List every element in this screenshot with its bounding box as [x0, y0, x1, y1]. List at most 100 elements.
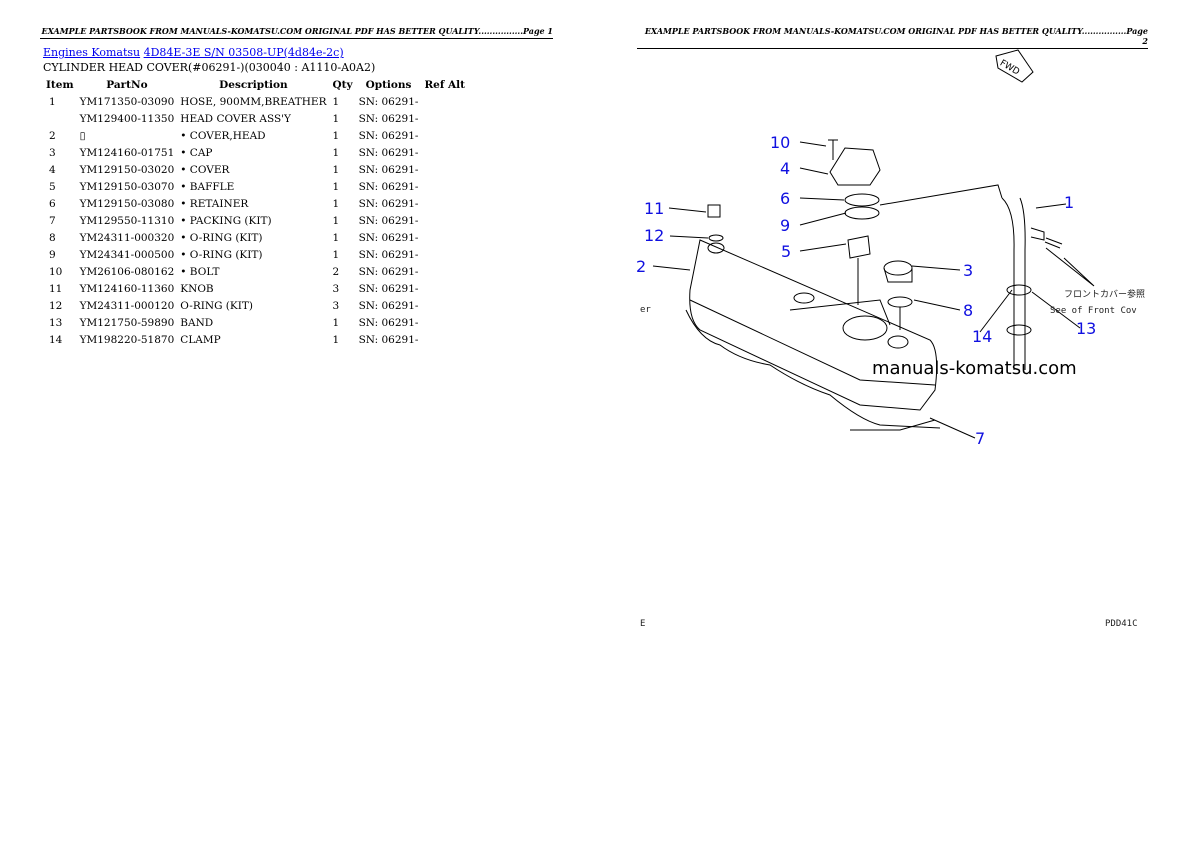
callout-5: 5	[781, 242, 791, 261]
breadcrumb-link-model[interactable]: 4D84E-3E S/N 03508-UP(4d84e-2c)	[143, 46, 344, 59]
callout-14: 14	[972, 327, 992, 346]
callout-8: 8	[963, 301, 973, 320]
options-cell: SN: 06291-	[358, 299, 419, 312]
column-header: PartNo	[106, 78, 148, 91]
callout-1: 1	[1064, 193, 1074, 212]
partno-cell: YM124160-11360	[79, 282, 175, 295]
qty-cell: 1	[332, 146, 340, 159]
page-title: CYLINDER HEAD COVER(#06291-)(030040 : A1…	[43, 61, 376, 74]
options-cell: SN: 06291-	[358, 146, 419, 159]
callout-9: 9	[780, 216, 790, 235]
page-1-header: EXAMPLE PARTSBOOK FROM MANUALS-KOMATSU.C…	[40, 26, 553, 39]
qty-cell: 1	[332, 316, 340, 329]
options-cell: SN: 06291-	[358, 282, 419, 295]
item-cell: 12	[49, 299, 63, 312]
qty-cell: 1	[332, 95, 340, 108]
options-cell: SN: 06291-	[358, 197, 419, 210]
qty-cell: 1	[332, 197, 340, 210]
item-cell: 10	[49, 265, 63, 278]
options-cell: SN: 06291-	[358, 180, 419, 193]
options-cell: SN: 06291-	[358, 112, 419, 125]
options-cell: SN: 06291-	[358, 214, 419, 227]
description-cell: O-RING (KIT)	[180, 299, 253, 312]
partno-cell: YM198220-51870	[79, 333, 175, 346]
table-row: 12 YM24311-000120 O-RING (KIT) 3 SN: 06291-	[43, 297, 468, 314]
description-cell: • PACKING (KIT)	[180, 214, 272, 227]
partno-cell: YM124160-01751	[79, 146, 175, 159]
qty-cell: 1	[332, 163, 340, 176]
options-cell: SN: 06291-	[358, 248, 419, 261]
qty-cell: 1	[332, 333, 340, 346]
options-cell: SN: 06291-	[358, 231, 419, 244]
description-cell: KNOB	[180, 282, 214, 295]
options-cell: SN: 06291-	[358, 265, 419, 278]
item-cell: 13	[49, 316, 63, 329]
options-cell: SN: 06291-	[358, 129, 419, 142]
options-cell: SN: 06291-	[358, 163, 419, 176]
item-cell: 11	[49, 282, 63, 295]
callout-3: 3	[963, 261, 973, 280]
qty-cell: 1	[332, 129, 340, 142]
description-cell: • O-RING (KIT)	[180, 248, 263, 261]
footer-left-code: E	[640, 619, 645, 629]
partno-cell: YM24311-000320	[79, 231, 175, 244]
item-cell: 1	[49, 95, 56, 108]
callout-6: 6	[780, 189, 790, 208]
description-cell: • O-RING (KIT)	[180, 231, 263, 244]
column-header: Item	[46, 78, 74, 91]
small-parts	[652, 139, 1095, 439]
partno-cell: YM26106-080162	[79, 265, 175, 278]
breadcrumb: Engines Komatsu 4D84E-3E S/N 03508-UP(4d…	[43, 46, 344, 59]
partno-cell: YM129400-11350	[79, 112, 175, 125]
table-row: 3 YM124160-01751 • CAP 1 SN: 06291-	[43, 144, 468, 161]
description-cell: HEAD COVER ASS'Y	[180, 112, 291, 125]
partno-cell: YM129150-03020	[79, 163, 175, 176]
item-cell: 3	[49, 146, 56, 159]
partno-cell: ▯	[79, 129, 86, 142]
callout-12: 12	[644, 226, 664, 245]
partno-cell: YM171350-03090	[79, 95, 175, 108]
column-header: Options	[365, 78, 412, 91]
description-cell: • COVER	[180, 163, 230, 176]
qty-cell: 1	[332, 231, 340, 244]
callout-2: 2	[636, 257, 646, 276]
item-cell: 6	[49, 197, 56, 210]
options-cell: SN: 06291-	[358, 316, 419, 329]
truncated-label: er	[640, 305, 651, 315]
callout-10: 10	[770, 133, 790, 152]
column-header: Qty	[332, 78, 353, 91]
item-cell: 4	[49, 163, 56, 176]
partno-cell: YM24311-000120	[79, 299, 175, 312]
description-cell: • CAP	[180, 146, 213, 159]
qty-cell: 1	[332, 214, 340, 227]
callout-4: 4	[780, 159, 790, 178]
watermark: manuals-komatsu.com	[872, 358, 1077, 379]
table-row: 4 YM129150-03020 • COVER 1 SN: 06291-	[43, 161, 468, 178]
fwd-arrow-icon: FWD	[995, 49, 1034, 83]
qty-cell: 1	[332, 180, 340, 193]
reference-note-jp: フロントカバー参照	[1064, 288, 1145, 300]
breadcrumb-link-engines-komatsu[interactable]: Engines Komatsu	[43, 46, 141, 59]
options-cell: SN: 06291-	[358, 95, 419, 108]
qty-cell: 3	[332, 299, 340, 312]
qty-cell: 2	[332, 265, 340, 278]
description-cell: • COVER,HEAD	[180, 129, 266, 142]
reference-note-en: See of Front Cov	[1050, 306, 1137, 316]
partno-cell: YM129550-11310	[79, 214, 175, 227]
figure-code: PDD41C	[1105, 619, 1138, 629]
item-cell: 2	[49, 129, 56, 142]
partno-cell: YM24341-000500	[79, 248, 175, 261]
